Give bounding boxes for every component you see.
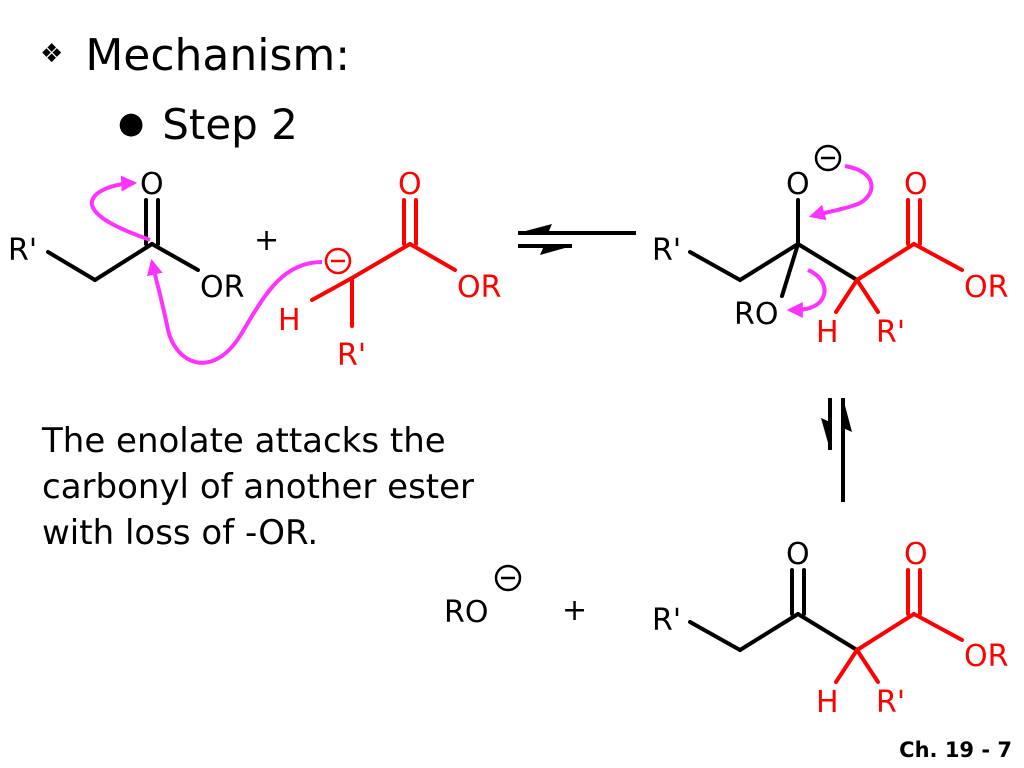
label-or: OR bbox=[964, 639, 1008, 674]
plus-sign: + bbox=[562, 593, 587, 628]
beta-keto-ester-product: R' O O OR H R' bbox=[652, 537, 1008, 720]
negative-charge-icon bbox=[324, 247, 352, 275]
label-o: O bbox=[786, 167, 810, 202]
label-o: O bbox=[398, 167, 422, 202]
label-h: H bbox=[816, 685, 839, 720]
curved-arrow-carbonyl-icon bbox=[89, 175, 151, 242]
label-r-prime: R' bbox=[8, 233, 37, 268]
slide-footer: Ch. 19 - 7 bbox=[899, 738, 1012, 762]
bullet-step-text: Step 2 bbox=[162, 100, 298, 149]
equilibrium-arrow-horizontal bbox=[518, 224, 636, 255]
label-ro: RO bbox=[444, 595, 488, 630]
curved-arrow-attack-icon bbox=[146, 258, 323, 365]
bullet-mechanism-text: Mechanism: bbox=[85, 30, 351, 81]
plus-sign: + bbox=[254, 223, 279, 258]
label-r-prime: R' bbox=[652, 233, 681, 268]
ester-molecule: R' O OR bbox=[8, 167, 244, 305]
bullet-step: ● Step 2 bbox=[118, 100, 298, 149]
diamond-bullet-icon: ❖ bbox=[40, 39, 64, 69]
alkoxide-ion: RO bbox=[444, 564, 522, 630]
label-o: O bbox=[140, 167, 164, 202]
label-r-prime: R' bbox=[876, 685, 905, 720]
enolate-molecule: O OR H R' bbox=[278, 167, 501, 373]
label-or: OR bbox=[200, 270, 244, 305]
equilibrium-arrow-vertical bbox=[821, 398, 852, 502]
label-r-prime: R' bbox=[337, 338, 366, 373]
curved-arrow-reform-carbonyl-icon bbox=[808, 164, 874, 221]
description-text: The enolate attacks the carbonyl of anot… bbox=[42, 421, 475, 553]
bullet-mechanism: ❖ Mechanism: bbox=[40, 30, 350, 81]
label-or: OR bbox=[964, 270, 1008, 305]
label-o: O bbox=[786, 537, 810, 572]
round-bullet-icon: ● bbox=[118, 106, 145, 141]
label-r-prime: R' bbox=[652, 603, 681, 638]
label-h: H bbox=[816, 315, 839, 350]
tetrahedral-intermediate: R' O RO O OR H R' bbox=[652, 144, 1008, 350]
label-o: O bbox=[904, 537, 928, 572]
negative-charge-icon bbox=[494, 564, 522, 592]
label-or: OR bbox=[457, 270, 501, 305]
label-r-prime: R' bbox=[876, 315, 905, 350]
label-ro: RO bbox=[734, 297, 778, 332]
negative-charge-icon bbox=[814, 144, 842, 172]
label-h: H bbox=[278, 303, 301, 338]
curved-arrow-leaving-group-icon bbox=[786, 268, 827, 318]
label-o: O bbox=[904, 167, 928, 202]
